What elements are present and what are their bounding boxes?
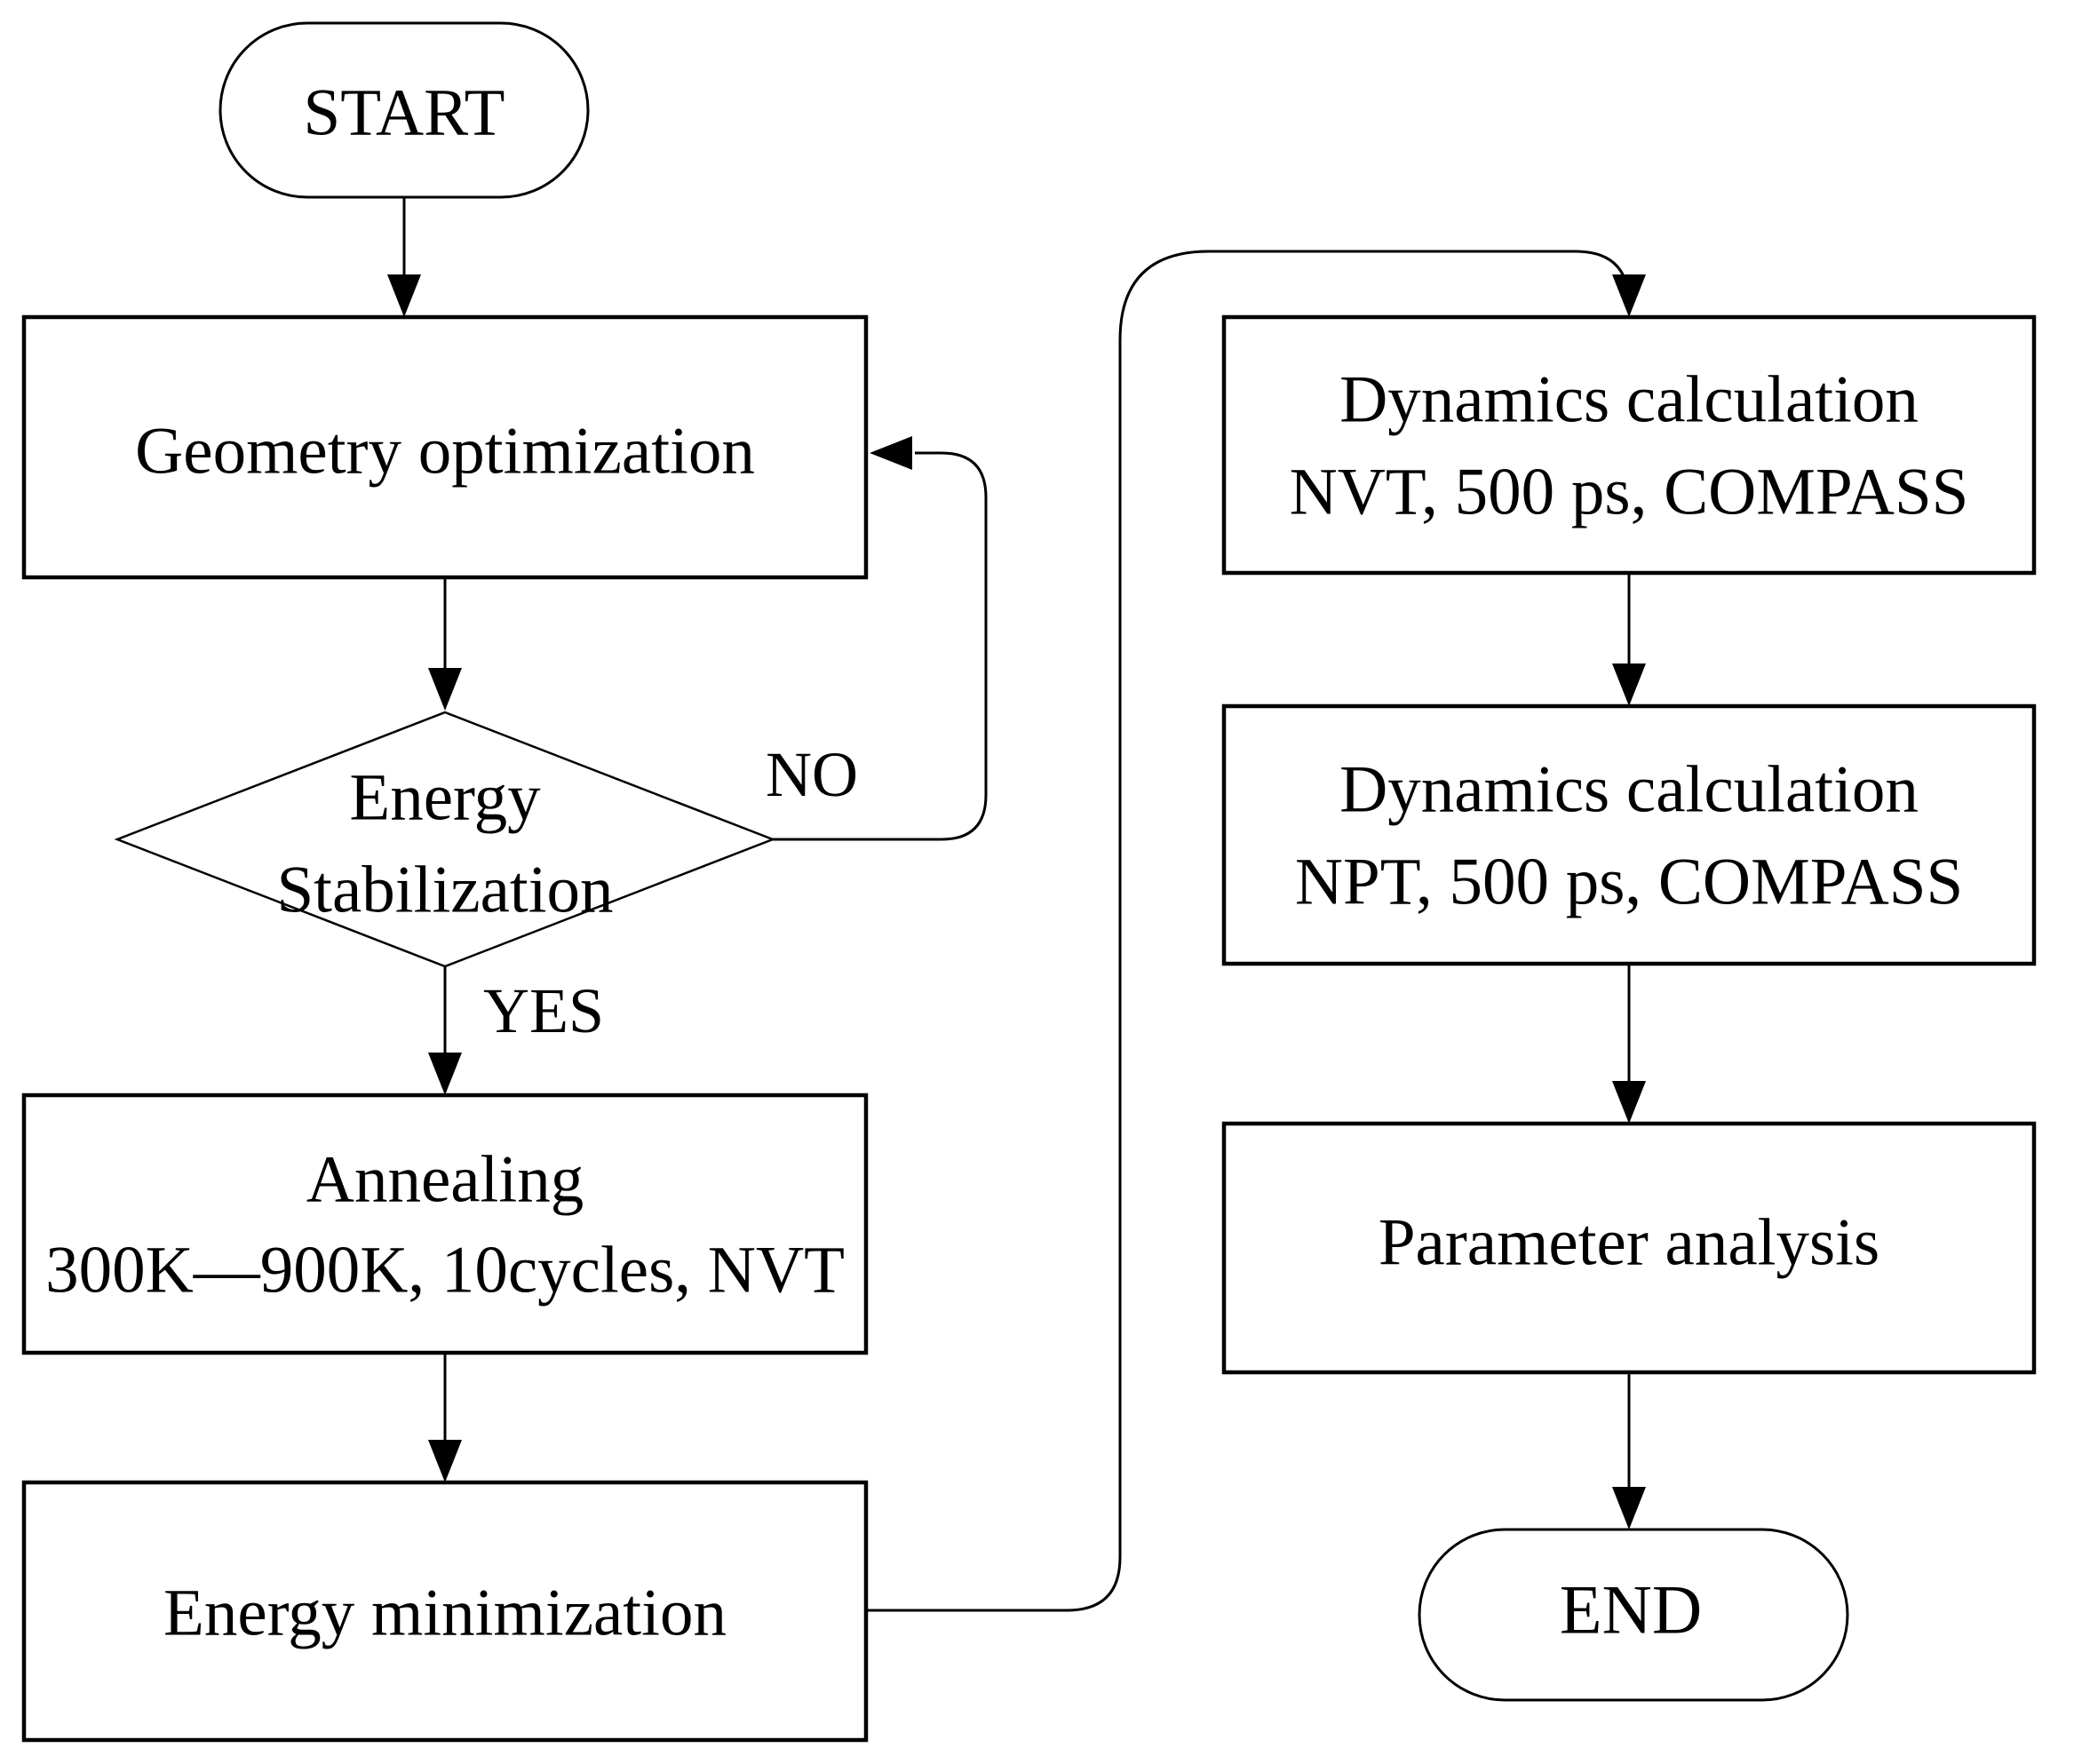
energy-minimization-node xyxy=(21,1480,869,1743)
annealing-label-line2: 300K—900K, 10cycles, NVT xyxy=(45,1234,845,1307)
parameter-analysis-node xyxy=(1221,1121,2037,1375)
arrowhead-into-nvt xyxy=(1612,274,1646,317)
end-label: END xyxy=(1560,1571,1702,1649)
arrowhead-into-annealing xyxy=(428,1053,462,1095)
dynamics-nvt-node xyxy=(1221,314,2037,576)
arrowhead-no-loop-into-geometry xyxy=(870,436,912,470)
arrowhead-into-parameter xyxy=(1612,1081,1646,1124)
end-node xyxy=(1418,1528,1849,1702)
arrowhead-into-geometry xyxy=(387,274,421,317)
yes-branch-label: YES xyxy=(483,975,604,1046)
annealing-node xyxy=(21,1093,869,1355)
energy-stabilization-decision xyxy=(114,711,776,968)
no-branch-label: NO xyxy=(766,739,858,810)
geometry-optimization-label: Geometry optimization xyxy=(135,415,755,489)
dynamics-npt-label-line2: NPT, 500 ps, COMPASS xyxy=(1295,846,1963,919)
arrowhead-into-end xyxy=(1612,1487,1646,1530)
geometry-optimization-node xyxy=(21,314,869,580)
edge-energymin-to-nvt xyxy=(866,250,1631,1612)
edge-decision-no-loop xyxy=(773,451,988,841)
dynamics-npt-node xyxy=(1221,703,2037,966)
parameter-analysis-label: Parameter analysis xyxy=(1379,1206,1879,1280)
dynamics-nvt-label-line1: Dynamics calculation xyxy=(1339,363,1919,437)
energy-minimization-label: Energy minimization xyxy=(163,1577,727,1650)
arrowhead-into-decision xyxy=(428,668,462,711)
dynamics-npt-label-line1: Dynamics calculation xyxy=(1339,753,1919,827)
arrowhead-into-npt xyxy=(1612,663,1646,706)
start-label: START xyxy=(303,76,505,150)
arrowhead-into-energymin xyxy=(428,1440,462,1482)
start-node xyxy=(219,21,590,199)
dynamics-nvt-label-line2: NVT, 500 ps, COMPASS xyxy=(1290,456,1969,529)
energy-stabilization-label-line2: Stabilization xyxy=(276,854,613,927)
energy-stabilization-label-line1: Energy xyxy=(349,761,541,835)
annealing-label-line1: Annealing xyxy=(306,1143,584,1217)
